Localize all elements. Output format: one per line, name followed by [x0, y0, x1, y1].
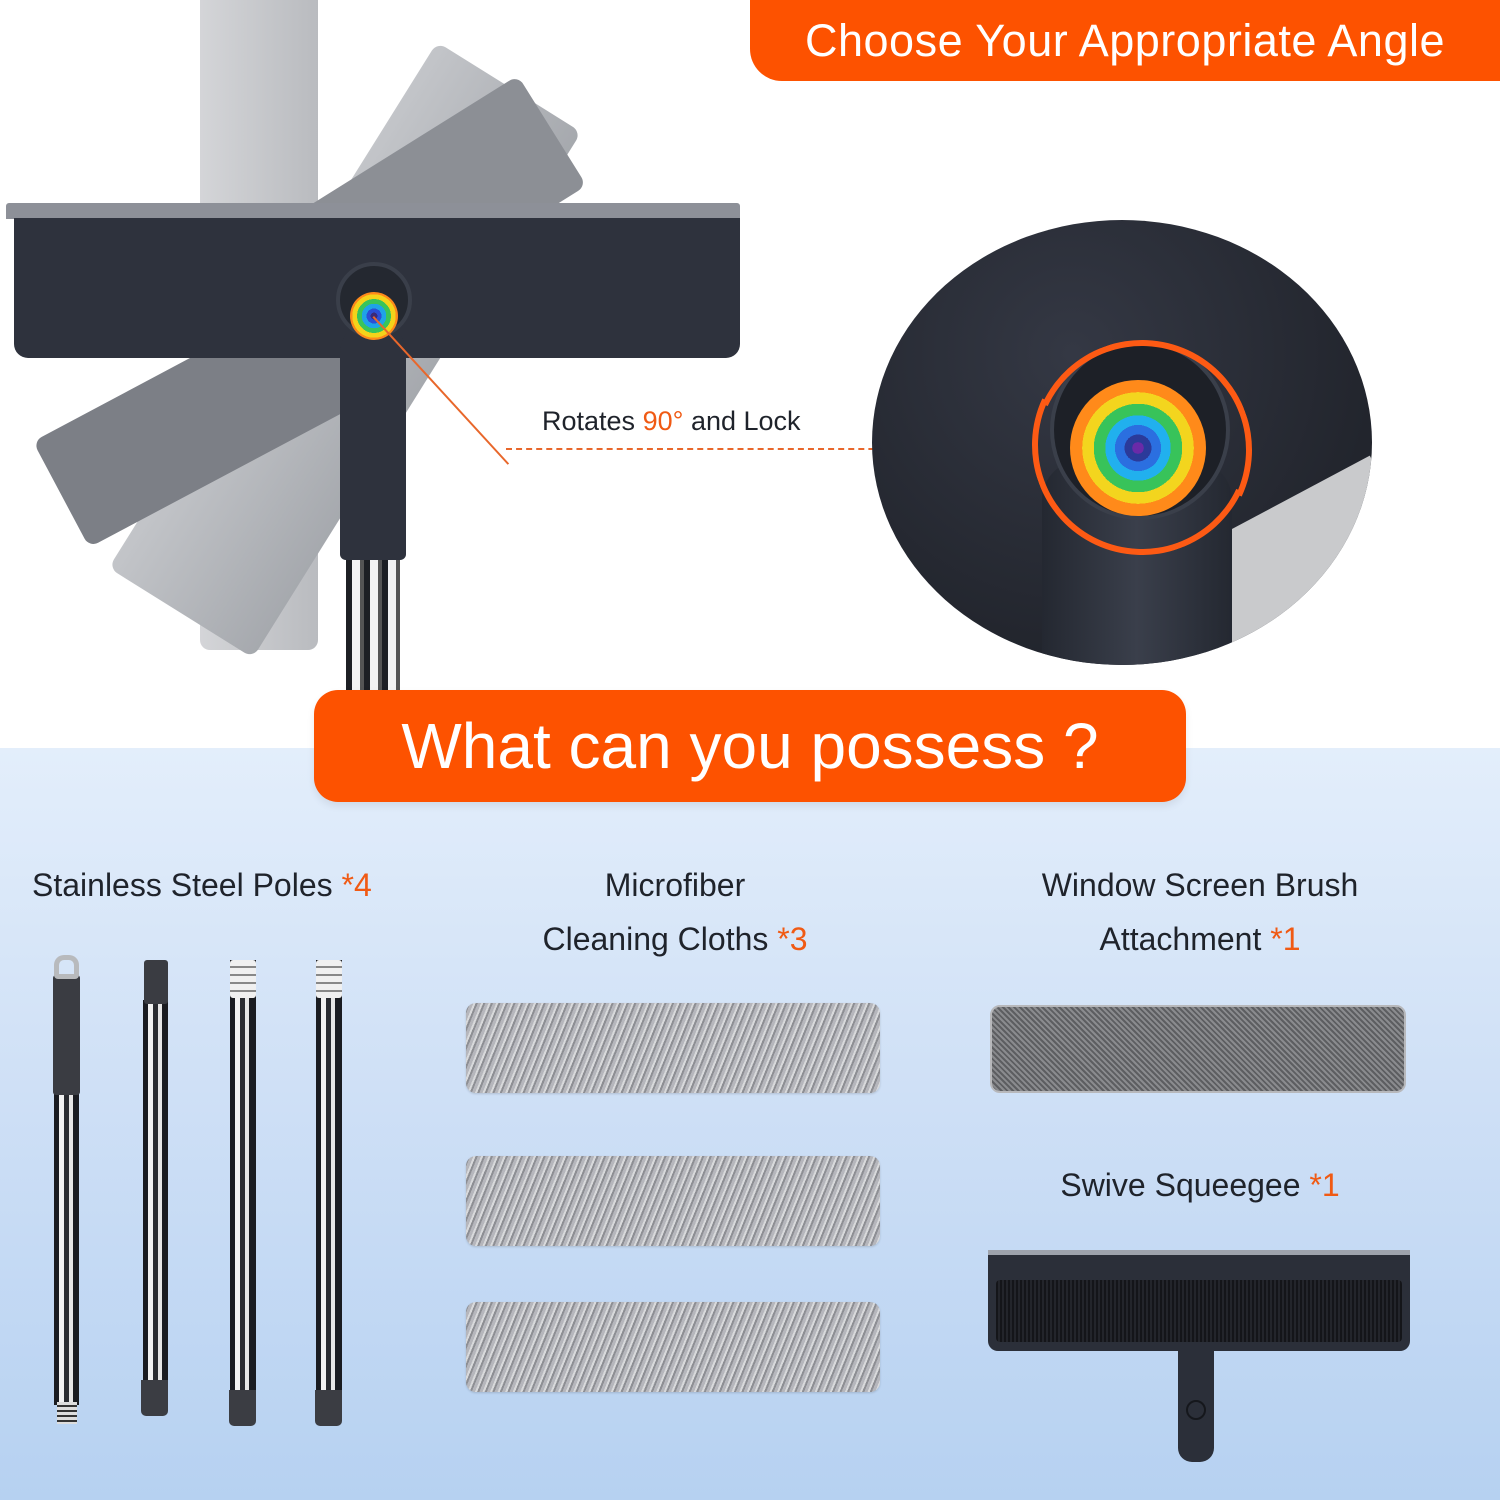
pole-3-thread	[230, 960, 256, 998]
cloths-qty: *3	[777, 921, 808, 957]
angle-banner: Choose Your Appropriate Angle	[750, 0, 1500, 81]
rotating-squeegee-illustration	[0, 0, 740, 700]
pole-1-grip	[53, 975, 80, 1095]
pole-3	[230, 960, 256, 1390]
poles-label: Stainless Steel Poles *4	[32, 858, 372, 912]
rotation-callout-label: Rotates 90° and Lock	[542, 406, 801, 437]
squeegee-pole	[346, 560, 400, 690]
squeegee-brush-strip	[996, 1280, 1402, 1342]
squeegee-blade-edge	[6, 203, 740, 219]
cloths-label: Microfiber Cleaning Cloths *3	[480, 858, 870, 966]
callout-dashed-line	[506, 448, 1126, 450]
pole-2-lock-cap	[144, 960, 168, 1004]
contents-banner: What can you possess ?	[314, 690, 1186, 802]
pole-4-thread	[316, 960, 342, 998]
microfiber-cloth-2	[466, 1156, 880, 1246]
window-screen-brush-pad	[990, 1005, 1406, 1093]
angle-banner-title: Choose Your Appropriate Angle	[805, 14, 1445, 66]
brush-label-line2: Attachment	[1099, 921, 1262, 957]
squeegee-neck	[340, 320, 406, 560]
pole-3-foot	[229, 1390, 256, 1426]
cloths-label-line2: Cleaning Cloths	[542, 921, 769, 957]
squeegee-label-text: Swive Squeegee	[1060, 1167, 1301, 1203]
hang-hook-icon	[54, 955, 79, 979]
pole-4	[316, 960, 342, 1390]
pole-1-thread	[57, 1402, 77, 1424]
pole-4-foot	[315, 1390, 342, 1426]
pole-2	[143, 1000, 168, 1380]
contents-banner-title: What can you possess ?	[401, 710, 1099, 782]
cloths-label-line1: Microfiber	[604, 867, 746, 903]
brush-qty: *1	[1270, 921, 1301, 957]
rainbow-knob-icon	[1070, 380, 1206, 516]
brush-label: Window Screen Brush Attachment *1	[1000, 858, 1400, 966]
microfiber-cloth-3	[466, 1302, 880, 1392]
brush-label-line1: Window Screen Brush	[1041, 867, 1359, 903]
rotation-suffix: and Lock	[690, 406, 801, 436]
rotation-degrees: 90°	[642, 406, 684, 436]
release-button-icon	[1186, 1400, 1206, 1420]
pole-2-foot	[141, 1380, 168, 1416]
microfiber-cloth-1	[466, 1003, 880, 1093]
poles-label-text: Stainless Steel Poles	[32, 867, 333, 903]
squeegee-blade	[988, 1250, 1410, 1258]
knob-detail-magnifier	[872, 220, 1372, 665]
poles-qty: *4	[341, 867, 372, 903]
squeegee-qty: *1	[1309, 1167, 1340, 1203]
squeegee-label: Swive Squeegee *1	[1000, 1158, 1400, 1212]
rotation-prefix: Rotates	[542, 406, 636, 436]
